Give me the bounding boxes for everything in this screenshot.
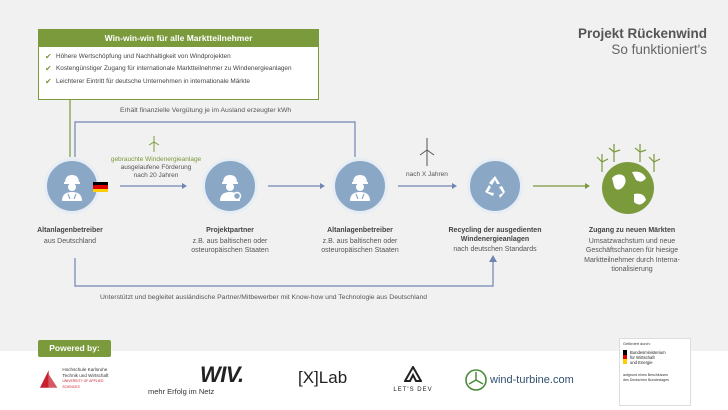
benefits-list: ✔Höhere Wertschöpfung und Nachhaltigkeit… [39,47,318,88]
footer [0,351,728,410]
node2-label: Projektpartner z.B. aus baltischen oder … [191,227,269,255]
node3-label: Altanlagenbetreiber z.B. aus baltischen … [321,227,399,255]
globe-turbines-icon [596,144,661,214]
hka-logo[interactable]: Hochschule Karlsruhe Technik und Wirtsch… [38,367,120,390]
wiv-logo[interactable]: WIV. mehr Erfolg im Netz [148,362,244,397]
letsdev-logo[interactable]: LET'S DEV [388,364,438,393]
arrow3-label: nach X Jahren [406,171,448,178]
node-altanlagenbetreiber-de [44,158,100,214]
powered-by-label: Powered by: [38,340,111,357]
hka-sail-icon [39,370,58,388]
german-flag-icon [93,182,108,192]
title-main: Projekt Rückenwind [577,26,707,41]
recycling-icon [485,176,505,198]
engineer-icon [350,175,370,201]
node-altanlagenbetreiber-intl [332,158,388,214]
wind-turbine-logo-icon [465,369,487,391]
list-item: ✔Leichterer Eintritt für deutsche Untern… [45,76,312,88]
xlab-logo[interactable]: [X]Lab [298,368,348,387]
wind-turbine-com-logo[interactable]: wind-turbine.com [465,369,574,391]
benefits-box-title: Win-win-win für alle Marktteilnehmer [39,30,318,47]
bmwi-logo: Gefördert durch: Bundesministerium für W… [619,338,691,406]
check-icon: ✔ [45,64,52,74]
bottom-arrow-label: Unterstützt und begleitet ausländische P… [100,294,428,301]
list-item: ✔Kostengünstiger Zugang für internationa… [45,63,312,75]
wind-turbine-icon [148,136,160,152]
letsdev-icon [403,364,423,382]
title-sub: So funktioniert's [611,42,707,57]
engineer-gear-icon [220,175,242,201]
arrow1-label: gebrauchte Windenergieanlage ausgelaufen… [110,156,202,179]
node-recycling [467,158,523,214]
top-arrow-label: Erhält finanzielle Vergütung je im Ausla… [120,107,292,114]
list-item: ✔Höhere Wertschöpfung und Nachhaltigkeit… [45,51,312,63]
wind-turbine-icon [419,138,435,166]
node4-label: Recycling der ausgedienten Windenergiean… [448,227,542,254]
node-projektpartner [202,158,258,214]
node5-label: Zugang zu neuen Märkten Umsatzwachstum u… [584,227,680,273]
check-icon: ✔ [45,52,52,61]
page-title: Projekt Rückenwind So funktioniert's [578,26,707,57]
node1-label: Altanlagenbetreiber aus Deutschland [37,227,103,246]
benefits-box: Win-win-win für alle Marktteilnehmer ✔Hö… [38,29,319,100]
engineer-icon [62,175,82,201]
german-flag-icon [623,350,627,364]
check-icon: ✔ [45,76,52,86]
